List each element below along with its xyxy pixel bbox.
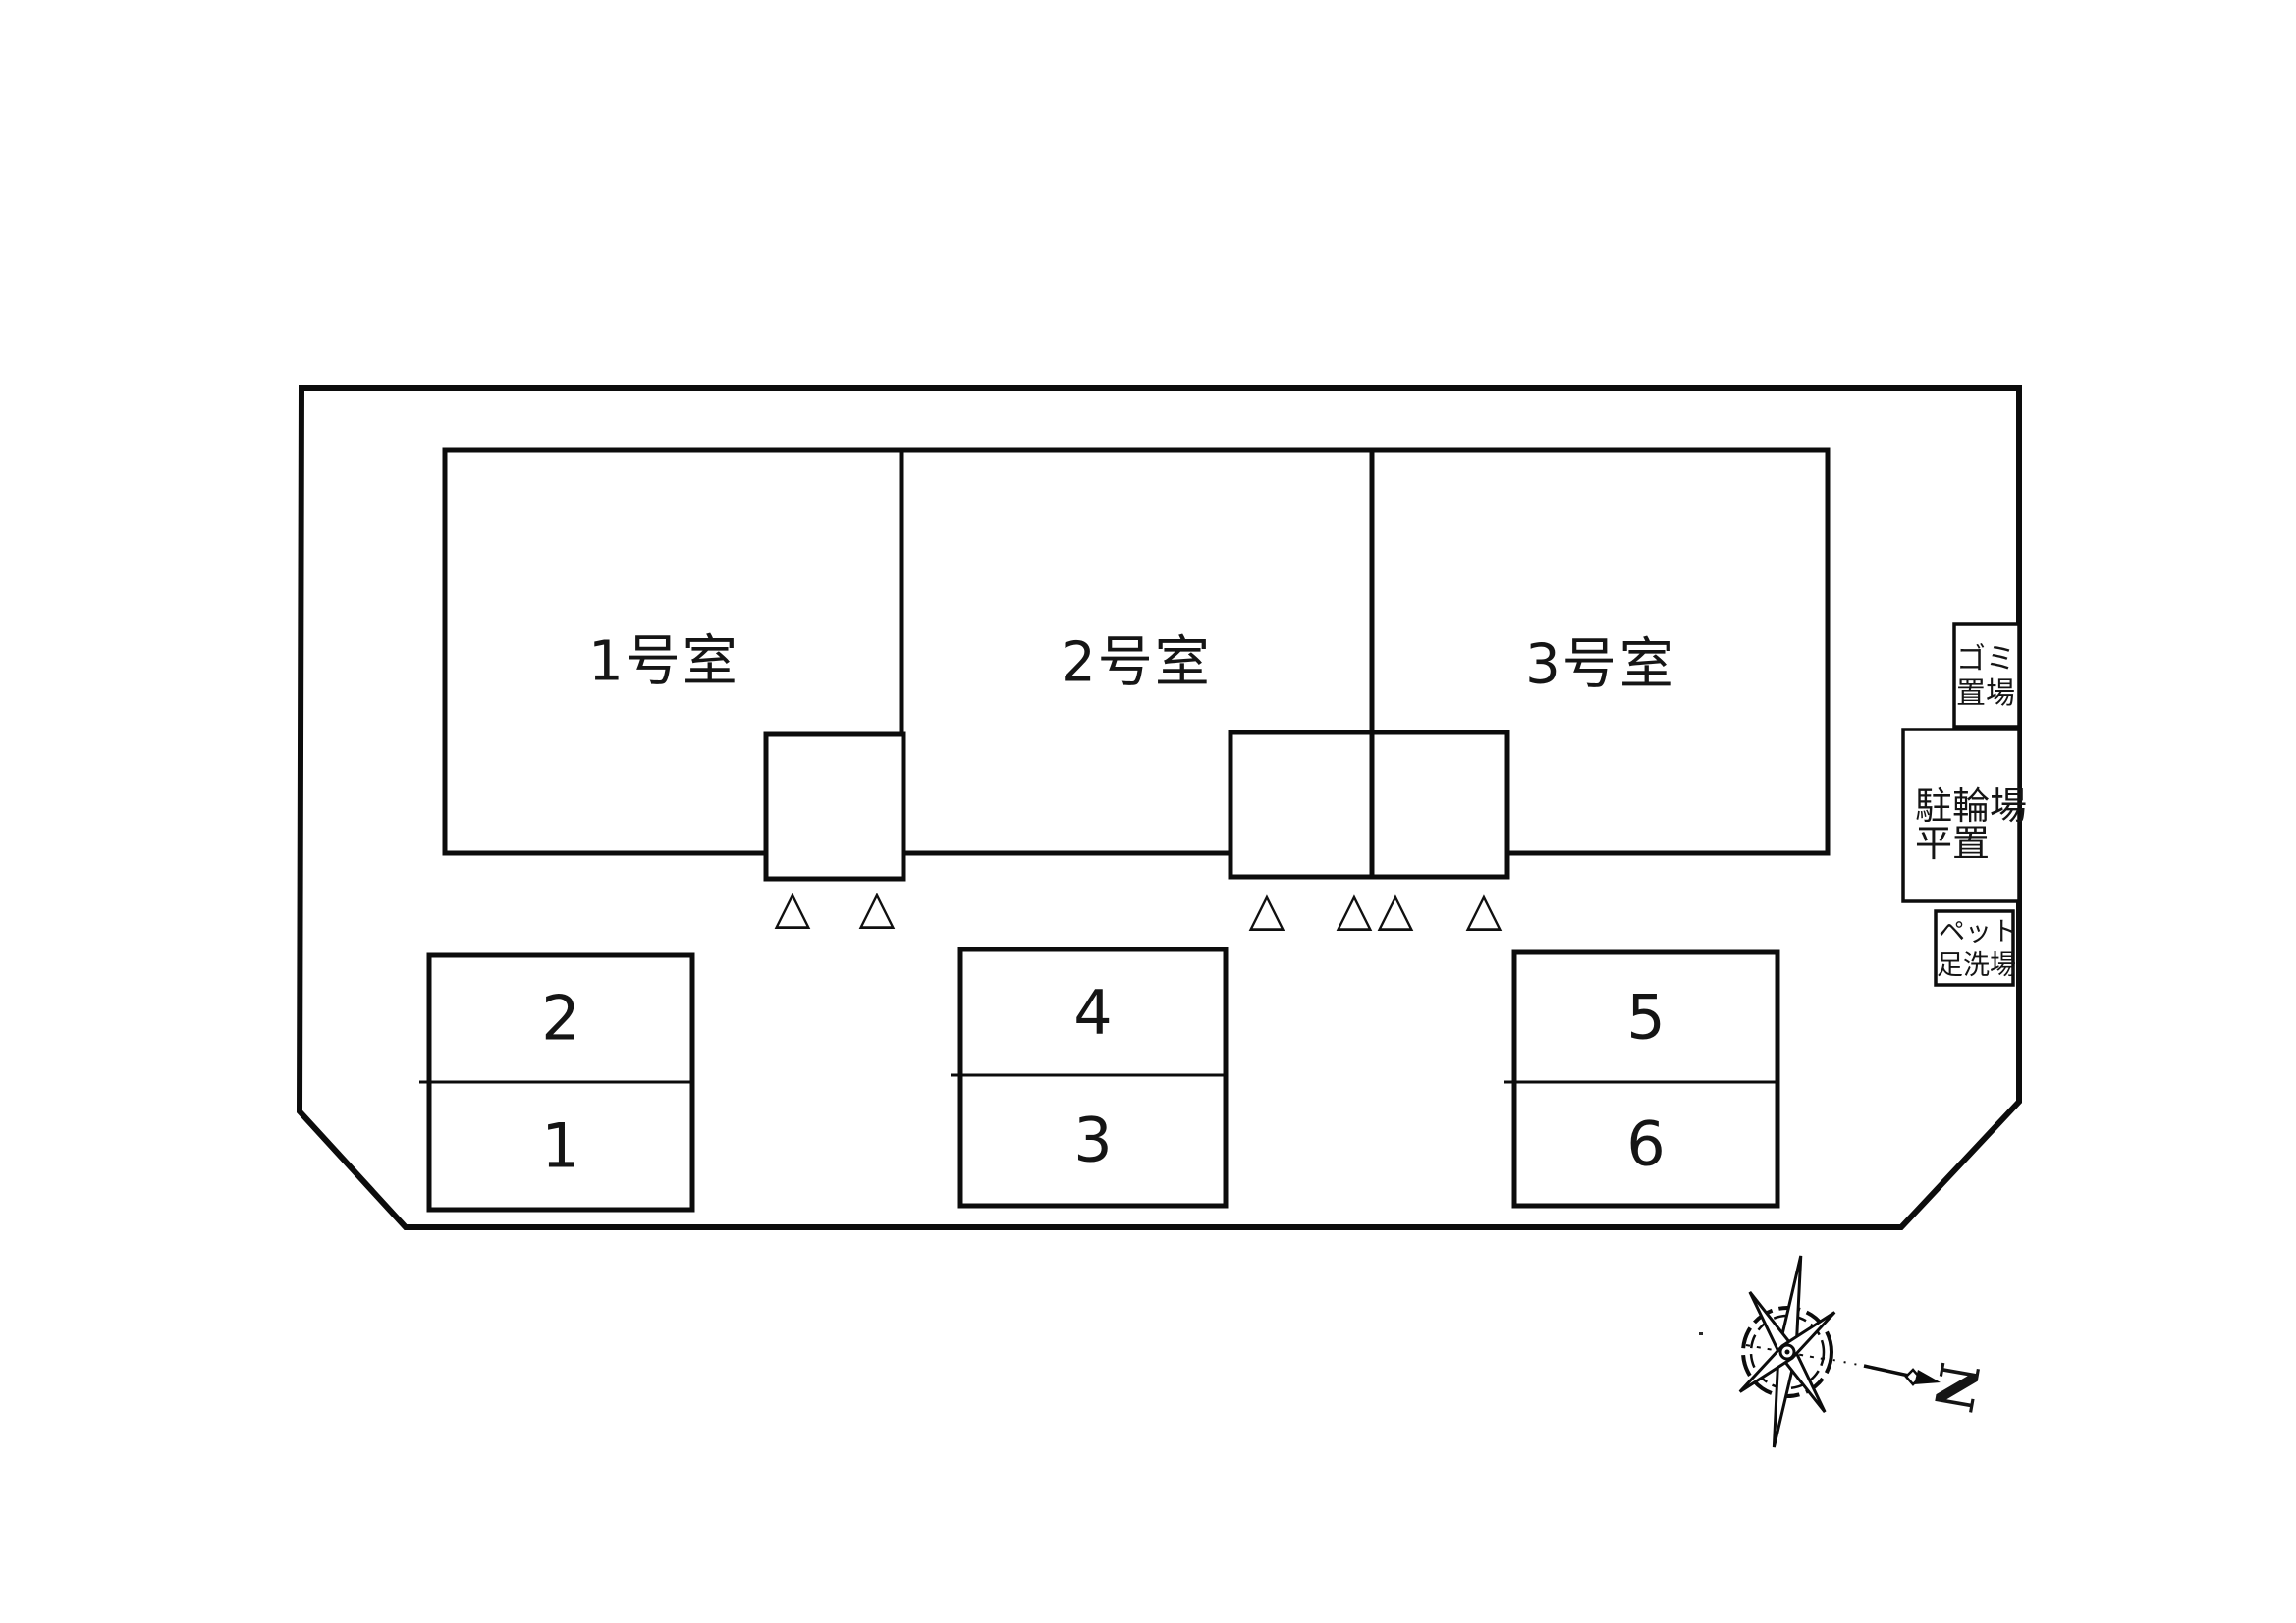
building-block: 1号室 2号室 3号室 — [442, 447, 1831, 882]
compass-inner-dash — [1745, 1344, 1830, 1361]
property-boundary — [296, 385, 2022, 1230]
entrance-triangle-4: △ — [1337, 882, 1373, 937]
compass-rose: N — [1699, 1255, 1992, 1448]
parking-block-b-outline — [957, 947, 1229, 1209]
pet-box-outline — [1934, 909, 2015, 987]
pet-label-line2: 足洗場 — [1937, 950, 2016, 981]
facility-bicycle-box: 駐輪場 平置 — [1901, 728, 2027, 903]
compass-sketch-speck — [1699, 1332, 1703, 1335]
bicycle-box-outline — [1901, 728, 2021, 903]
entrance-markers: △ △ △ △ △ △ — [775, 880, 1503, 937]
garbage-label-line2: 置場 — [1956, 676, 2015, 711]
compass-needles — [1738, 1255, 1836, 1448]
garbage-label-line1: ゴミ — [1956, 642, 2015, 676]
bicycle-label-line2: 平置 — [1915, 822, 1990, 865]
stall-2-number: 2 — [541, 983, 579, 1055]
bicycle-label-line1: 駐輪場 — [1915, 784, 2027, 828]
facility-pet-box: ペット 足洗場 — [1934, 909, 2018, 987]
pet-label-line1: ペット — [1939, 917, 2018, 947]
compass-hub-dot — [1784, 1349, 1790, 1355]
room-1-label: 1号室 — [588, 630, 739, 694]
entrance-triangle-1: △ — [775, 880, 811, 935]
porch-room1 — [763, 731, 906, 882]
north-arrow-head — [1914, 1370, 1941, 1384]
garbage-box-outline — [1952, 622, 2021, 729]
room-2-label: 2号室 — [1061, 631, 1212, 695]
north-letter: N — [1921, 1358, 1992, 1417]
room-3-label: 3号室 — [1525, 633, 1676, 697]
parking-block-c: 5 6 — [1504, 949, 1780, 1209]
parking-block-b: 4 3 — [951, 947, 1229, 1209]
entrance-triangle-2: △ — [859, 880, 896, 935]
parking-block-c-outline — [1511, 949, 1780, 1209]
porch-room2-room3 — [1228, 730, 1510, 880]
facility-garbage-box: ゴミ 置場 — [1952, 622, 2021, 729]
compass-inner-circle — [1749, 1314, 1826, 1390]
stall-4-number: 4 — [1073, 977, 1112, 1049]
stall-3-number: 3 — [1073, 1105, 1112, 1176]
parking-block-a: 2 1 — [419, 952, 695, 1213]
entrance-triangle-6: △ — [1466, 882, 1503, 937]
building-outline — [442, 447, 1831, 856]
entrance-triangle-3: △ — [1249, 882, 1285, 937]
stall-6-number: 6 — [1626, 1109, 1665, 1180]
stall-5-number: 5 — [1626, 982, 1665, 1054]
stall-1-number: 1 — [541, 1110, 579, 1182]
entrance-triangle-5: △ — [1378, 882, 1414, 937]
